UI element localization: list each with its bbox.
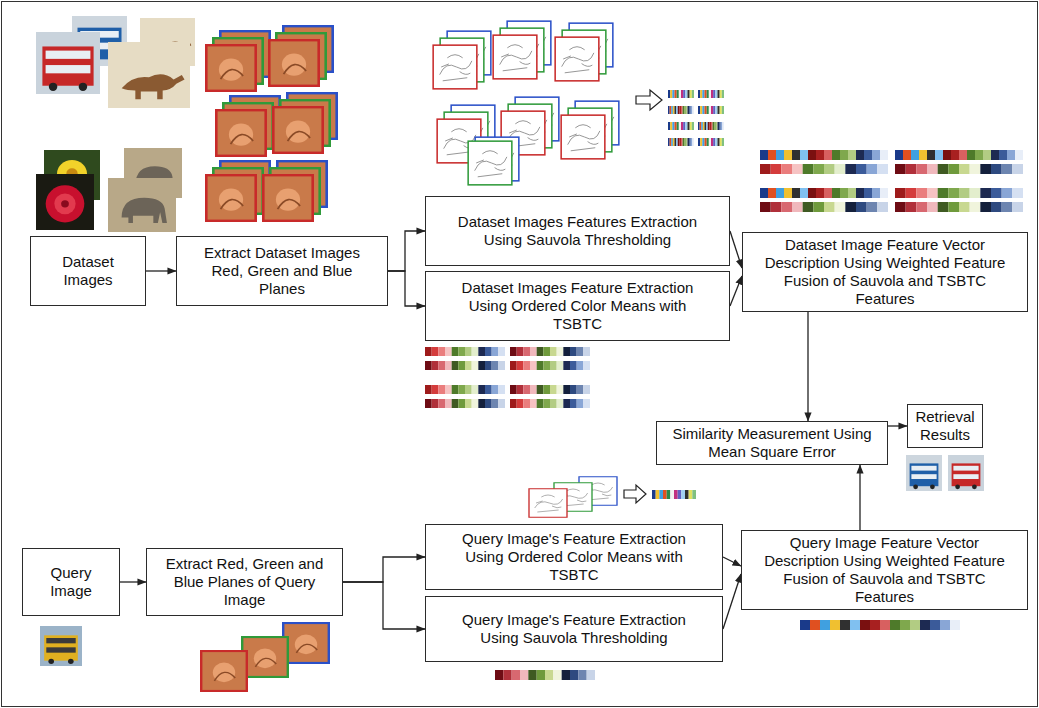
red-plane (206, 45, 255, 91)
process-box: Dataset Images Features Extraction Using… (425, 196, 730, 266)
color-bar (425, 347, 505, 356)
color-bar (425, 361, 505, 370)
color-bar (895, 164, 1023, 174)
hollow-arrow (624, 485, 646, 503)
box-label: Extract Dataset Images Red, Green and Bl… (202, 244, 362, 298)
query-rgb-planes (201, 623, 329, 691)
color-bar (698, 122, 724, 130)
flow-arrow (859, 465, 860, 530)
red-sketch (493, 35, 537, 79)
query-thumbnail (40, 626, 82, 666)
green-sketch (468, 141, 512, 185)
result-box: Retrieval Results (907, 404, 983, 448)
red-plane (269, 40, 318, 86)
result-thumbnail (906, 455, 942, 491)
box-label: Query Image's Feature Extraction Using S… (457, 611, 692, 647)
red-plane (216, 110, 265, 156)
box-label: Retrieval Results (913, 408, 977, 444)
photo-thumbnail (108, 178, 176, 232)
red-sketch (561, 115, 605, 159)
color-bar (510, 385, 590, 394)
process-box: Query Image's Feature Extraction Using O… (425, 524, 723, 590)
photo-thumbnail (108, 42, 190, 108)
color-bar (495, 670, 595, 680)
blue-plane (283, 623, 329, 663)
color-bar (895, 188, 1023, 198)
box-label: Extract Red, Green and Blue Planes of Qu… (165, 555, 325, 609)
box-label: Similarity Measurement Using Mean Square… (665, 425, 880, 461)
color-bar (510, 347, 590, 356)
process-box: Extract Dataset Images Red, Green and Bl… (176, 236, 388, 306)
feature-bars (425, 90, 1023, 408)
color-bar (668, 122, 694, 130)
flow-arrow (723, 557, 741, 566)
box-label: Dataset Images (43, 253, 133, 289)
flow-arrow (388, 231, 425, 271)
color-bar (895, 202, 1023, 212)
box-label: Query Image (28, 564, 114, 600)
process-box: Extract Red, Green and Blue Planes of Qu… (146, 548, 343, 616)
hollow-arrow (636, 90, 662, 110)
flow-arrow (807, 312, 808, 421)
flow-arrow (146, 270, 176, 271)
color-bar (698, 138, 724, 146)
red-sketch (529, 489, 567, 518)
red-plane (263, 175, 312, 221)
flow-arrow (343, 557, 425, 582)
color-bar (895, 150, 1023, 160)
rgb-plane-stacks (206, 26, 336, 221)
query-sketches (529, 477, 617, 518)
color-bar (760, 188, 888, 198)
flow-arrow (723, 574, 741, 629)
color-bar (698, 90, 724, 98)
flow-arrow (730, 276, 742, 306)
color-bar (760, 164, 888, 174)
process-box: Dataset Images Feature Extraction Using … (425, 271, 730, 341)
red-plane (206, 175, 255, 221)
color-bar (760, 202, 888, 212)
box-label: Dataset Images Features Extraction Using… (458, 213, 698, 249)
color-bar (668, 106, 694, 114)
sauvola-sketches (433, 21, 619, 185)
fusion-box: Query Image Feature Vector Description U… (741, 530, 1028, 610)
red-plane (201, 651, 247, 691)
color-bar (510, 361, 590, 370)
box-label: Query Image's Feature Extraction Using O… (457, 530, 692, 584)
result-thumbnail (948, 455, 984, 491)
green-plane (242, 637, 288, 677)
flow-arrow (388, 271, 425, 306)
color-bar (510, 399, 590, 408)
dataset-photos (36, 16, 195, 232)
photo-thumbnail (36, 32, 100, 94)
input-box: Dataset Images (30, 236, 146, 306)
similarity-box: Similarity Measurement Using Mean Square… (656, 421, 888, 465)
color-bar (760, 150, 888, 160)
color-bar (698, 106, 724, 114)
photo-thumbnail (36, 174, 94, 230)
flow-arrow (730, 231, 742, 268)
red-sketch (433, 45, 477, 89)
flow-arrow (343, 582, 425, 629)
red-plane (273, 107, 322, 153)
process-box: Query Image's Feature Extraction Using S… (425, 596, 723, 662)
color-bar (800, 620, 960, 630)
input-box: Query Image (22, 548, 120, 616)
color-bar (425, 399, 505, 408)
color-bar (668, 138, 694, 146)
color-bar (425, 385, 505, 394)
box-label: Query Image Feature Vector Description U… (760, 534, 1010, 606)
color-bar (652, 490, 696, 499)
color-bar (668, 90, 694, 98)
fusion-box: Dataset Image Feature Vector Description… (742, 232, 1028, 312)
box-label: Dataset Images Feature Extraction Using … (458, 279, 698, 333)
box-label: Dataset Image Feature Vector Description… (760, 236, 1010, 308)
red-sketch (555, 37, 599, 81)
flow-arrow (888, 425, 907, 426)
flow-arrow (120, 581, 146, 582)
